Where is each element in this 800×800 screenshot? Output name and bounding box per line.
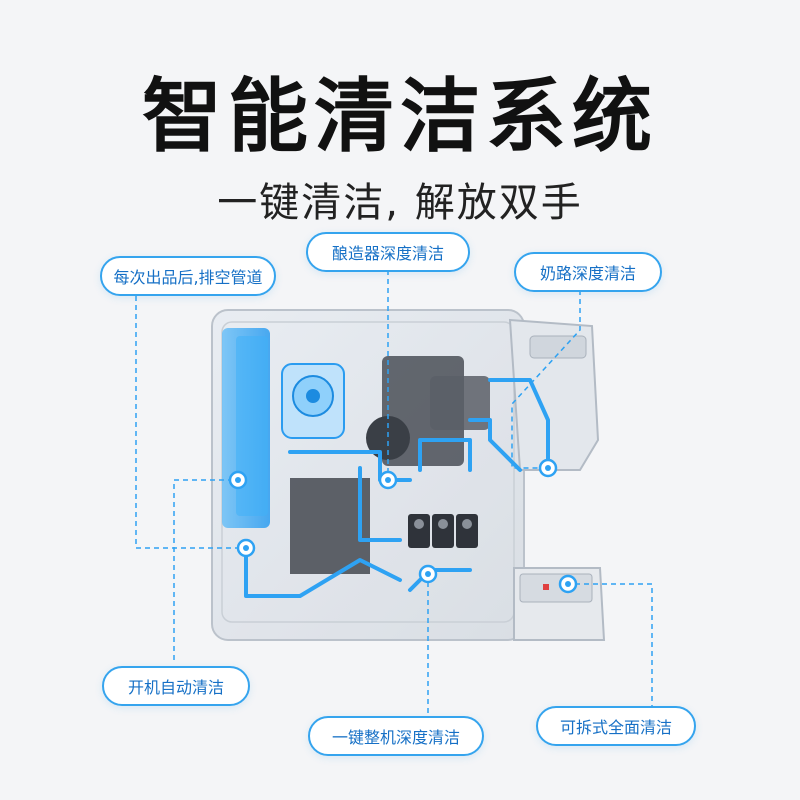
callout-brewer-deep-clean: 酿造器深度清洁	[306, 232, 470, 272]
page-title: 智能清洁系统	[142, 70, 658, 163]
pump	[281, 363, 345, 439]
callout-drain-after-brew: 每次出品后,排空管道	[100, 256, 276, 296]
water-tank	[222, 328, 270, 528]
valve-block	[408, 514, 478, 548]
leader-lines	[135, 270, 653, 716]
page-subtitle: 一键清洁, 解放双手	[217, 180, 583, 226]
callout-milk-line-deep-clean: 奶路深度清洁	[514, 252, 662, 292]
callout-removable-full-clean: 可拆式全面清洁	[536, 706, 696, 746]
callout-auto-clean-on-start: 开机自动清洁	[102, 666, 250, 706]
callout-one-key-full-clean: 一键整机深度清洁	[308, 716, 484, 756]
